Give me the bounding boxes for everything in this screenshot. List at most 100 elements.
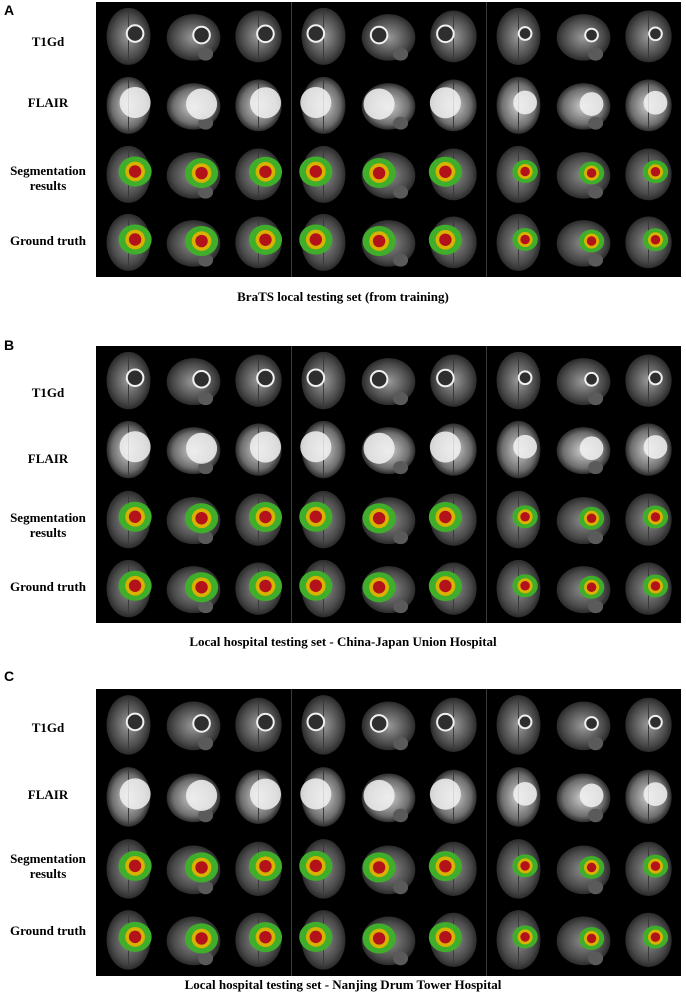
mri-slice-sagittal <box>553 556 614 626</box>
mri-slice-axial <box>488 906 549 979</box>
mri-slice-coronal <box>228 487 289 557</box>
mri-slice-axial <box>98 763 159 836</box>
mri-slice-axial <box>293 556 354 626</box>
case-group <box>486 346 681 623</box>
case-divider <box>291 689 292 976</box>
mri-slice-axial <box>98 73 159 143</box>
mri-slice-coronal <box>423 210 484 280</box>
mri-slice-coronal <box>228 210 289 280</box>
mri-slice-coronal <box>618 417 679 487</box>
mri-slice-sagittal <box>163 210 224 280</box>
mri-slice-coronal <box>618 906 679 979</box>
row-label-flair: FLAIR <box>27 787 69 802</box>
mri-slice-coronal <box>228 763 289 836</box>
mri-slice-coronal <box>423 835 484 908</box>
mri-slice-sagittal <box>163 763 224 836</box>
row-label-segmentation: Segmentation results <box>10 163 86 193</box>
mri-slice-sagittal <box>553 835 614 908</box>
mri-slice-axial <box>293 4 354 74</box>
mri-slice-coronal <box>423 142 484 212</box>
mri-slice-sagittal <box>553 73 614 143</box>
mri-slice-coronal <box>618 142 679 212</box>
mri-slice-coronal <box>228 906 289 979</box>
mri-slice-sagittal <box>163 142 224 212</box>
mri-slice-axial <box>98 691 159 764</box>
mri-slice-coronal <box>423 556 484 626</box>
mri-slice-sagittal <box>358 835 419 908</box>
mri-slice-coronal <box>618 556 679 626</box>
case-group <box>291 2 486 277</box>
case-group <box>291 346 486 623</box>
mri-slice-axial <box>488 417 549 487</box>
mri-slice-axial <box>98 487 159 557</box>
mri-slice-sagittal <box>163 691 224 764</box>
mri-slice-axial <box>293 906 354 979</box>
mri-slice-axial <box>488 487 549 557</box>
mri-slice-sagittal <box>163 4 224 74</box>
mri-slice-coronal <box>423 691 484 764</box>
mri-slice-coronal <box>618 763 679 836</box>
mri-slice-sagittal <box>163 348 224 418</box>
mri-slice-sagittal <box>553 906 614 979</box>
panel-c: C T1Gd FLAIR Segmentation results Ground… <box>0 668 686 994</box>
mri-slice-sagittal <box>553 691 614 764</box>
mri-slice-coronal <box>423 348 484 418</box>
case-divider <box>486 2 487 277</box>
mri-slice-axial <box>293 210 354 280</box>
panel-caption: Local hospital testing set - China-Japan… <box>189 634 497 649</box>
mri-slice-axial <box>98 210 159 280</box>
panel-caption: BraTS local testing set (from training) <box>237 289 449 304</box>
mri-slice-sagittal <box>358 556 419 626</box>
mri-grid <box>96 2 681 277</box>
panel-a: A T1Gd FLAIR Segmentation results Ground… <box>0 0 686 320</box>
mri-slice-axial <box>98 417 159 487</box>
mri-slice-coronal <box>228 417 289 487</box>
mri-grid <box>96 689 681 976</box>
mri-slice-axial <box>293 142 354 212</box>
mri-slice-axial <box>98 906 159 979</box>
mri-slice-sagittal <box>358 763 419 836</box>
mri-slice-axial <box>293 73 354 143</box>
mri-slice-axial <box>98 4 159 74</box>
mri-slice-coronal <box>618 835 679 908</box>
row-label-t1gd: T1Gd <box>31 385 65 400</box>
row-label-flair: FLAIR <box>27 451 69 466</box>
mri-slice-coronal <box>228 835 289 908</box>
mri-slice-coronal <box>618 4 679 74</box>
mri-slice-axial <box>98 348 159 418</box>
mri-slice-sagittal <box>553 4 614 74</box>
mri-slice-coronal <box>618 73 679 143</box>
mri-slice-sagittal <box>358 417 419 487</box>
mri-slice-coronal <box>228 4 289 74</box>
mri-slice-axial <box>293 417 354 487</box>
mri-slice-coronal <box>423 763 484 836</box>
panel-letter: A <box>4 2 15 18</box>
mri-slice-sagittal <box>553 210 614 280</box>
mri-slice-sagittal <box>553 348 614 418</box>
mri-slice-sagittal <box>163 906 224 979</box>
mri-slice-sagittal <box>163 835 224 908</box>
mri-slice-axial <box>98 835 159 908</box>
mri-slice-coronal <box>423 73 484 143</box>
mri-slice-sagittal <box>358 691 419 764</box>
row-label-t1gd: T1Gd <box>31 34 65 49</box>
mri-grid <box>96 346 681 623</box>
mri-slice-axial <box>293 763 354 836</box>
case-group <box>486 689 681 976</box>
mri-slice-axial <box>98 142 159 212</box>
mri-slice-coronal <box>228 556 289 626</box>
mri-slice-sagittal <box>163 417 224 487</box>
mri-slice-sagittal <box>163 487 224 557</box>
mri-slice-coronal <box>423 906 484 979</box>
mri-slice-sagittal <box>163 73 224 143</box>
mri-slice-sagittal <box>553 142 614 212</box>
mri-slice-sagittal <box>358 487 419 557</box>
mri-slice-coronal <box>618 210 679 280</box>
mri-slice-axial <box>488 763 549 836</box>
case-divider <box>486 346 487 623</box>
mri-slice-coronal <box>618 487 679 557</box>
case-group <box>96 2 291 277</box>
mri-slice-coronal <box>618 348 679 418</box>
row-label-ground-truth: Ground truth <box>10 923 86 938</box>
mri-slice-coronal <box>423 417 484 487</box>
